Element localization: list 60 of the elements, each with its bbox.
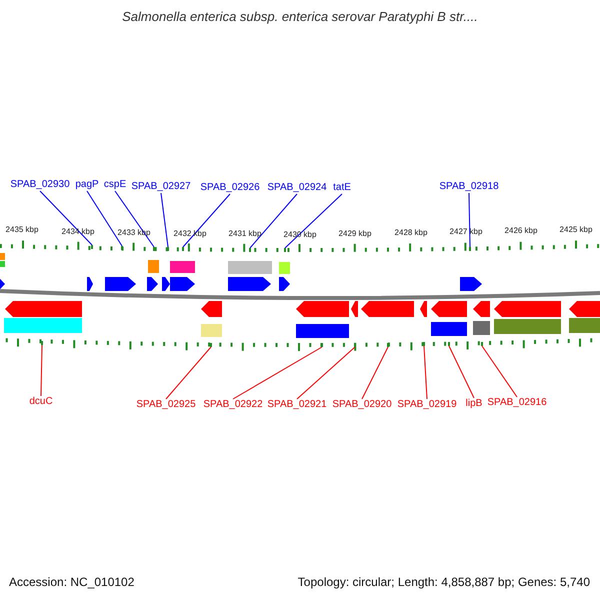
leader-line: [296, 346, 356, 400]
leader-line: [424, 346, 428, 400]
gene-label: SPAB_02916: [487, 397, 547, 409]
gene-label: SPAB_02920: [332, 399, 392, 411]
scale-label: 2435 kbp: [6, 225, 38, 234]
gene-label: SPAB_02927: [131, 181, 191, 193]
gene-label: SPAB_02919: [397, 399, 457, 411]
title: Salmonella enterica subsp. enterica serovar Paratyphi B str....: [121, 9, 479, 25]
scale-label: 2431 kbp: [228, 229, 262, 238]
tick-mark: [448, 342, 450, 346]
scale-label: 2428 kbp: [394, 228, 428, 237]
leader-line: [448, 346, 474, 398]
gene-label: lipB: [466, 398, 482, 410]
scale-label: 2434 kbp: [62, 227, 94, 236]
tick-mark: [41, 341, 43, 345]
gene-label: SPAB_02926: [200, 182, 260, 194]
tick-mark: [182, 247, 184, 251]
leader-line: [114, 190, 154, 248]
leader-line: [160, 192, 168, 248]
gene-label: tatE: [333, 182, 351, 194]
gene-label: SPAB_02918: [439, 181, 499, 193]
tick-mark: [167, 247, 169, 251]
leader-line: [250, 194, 298, 248]
tick-mark: [423, 342, 425, 346]
leader-line: [284, 194, 342, 248]
gene-label: SPAB_02922: [203, 399, 263, 411]
scale-label: 2429 kbp: [338, 229, 372, 238]
tick-mark: [121, 246, 123, 250]
tick-mark: [481, 342, 483, 346]
leader-line: [482, 346, 518, 398]
accession-label: Accession: NC_010102: [9, 575, 134, 589]
gene-label: SPAB_02921: [267, 399, 327, 411]
tick-mark: [321, 343, 323, 347]
scale-label: 2427 kbp: [450, 227, 482, 236]
tick-mark: [153, 247, 155, 251]
leader-line: [182, 194, 230, 248]
tick-mark: [469, 247, 471, 251]
tick-mark: [249, 248, 251, 252]
tick-mark: [387, 343, 389, 347]
scale-label: 2425 kbp: [560, 225, 592, 234]
tick-mark: [210, 343, 212, 347]
leader-line: [86, 190, 122, 246]
gene-label: dcuC: [29, 396, 53, 408]
scale-label: 2432 kbp: [174, 229, 206, 238]
gene-label: SPAB_02924: [267, 182, 327, 194]
tick-mark: [354, 343, 356, 347]
gene-label: cspE: [104, 179, 126, 191]
genome-info: Topology: circular; Length: 4,858,887 bp; Genes: 5,740: [298, 575, 590, 589]
gene-label: SPAB_02930: [10, 179, 70, 191]
leader-line: [362, 346, 388, 400]
leader-line: [40, 344, 42, 396]
gene-label: SPAB_02925: [136, 399, 196, 411]
leader-line: [468, 192, 470, 248]
leader-line: [166, 346, 212, 400]
leader-line: [232, 346, 322, 400]
scale-label: 2426 kbp: [504, 226, 538, 235]
gene-label: pagP: [75, 179, 99, 191]
tick-mark: [91, 245, 93, 249]
tick-mark: [284, 248, 286, 252]
leader-line: [40, 190, 92, 246]
